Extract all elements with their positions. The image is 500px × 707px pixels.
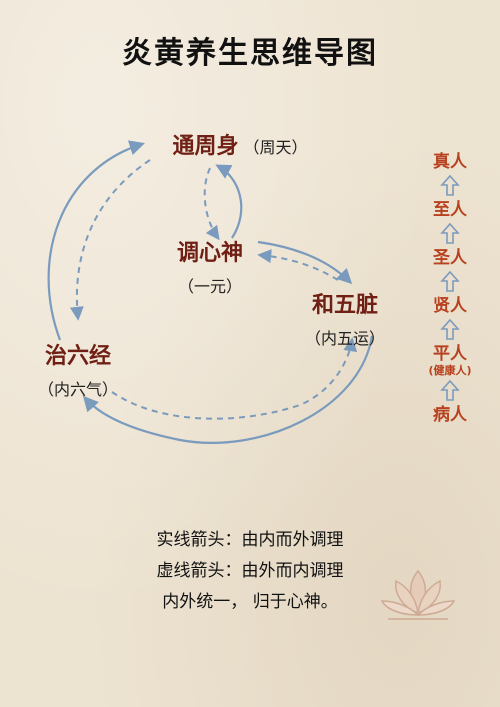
node-top-sub: （周天） (243, 138, 308, 157)
note-dashed-arrows: 虚线箭头：由外而内调理 (156, 561, 344, 581)
note-summary: 内外统一， 归于心神。 (162, 592, 338, 612)
dashed-arrow-left-to-right (111, 337, 358, 420)
up-arrow-icon (405, 270, 495, 296)
level-bing-ren: 病人 (433, 405, 467, 425)
up-arrow-icon (405, 222, 495, 248)
health-level-ladder: 真人 至人 圣人 贤人 平人 (健康人) 病人 (405, 152, 495, 425)
node-tiao-xin-shen: 调心神 （一元） (160, 235, 260, 297)
up-arrow-icon (405, 318, 495, 344)
node-top-name: 通周身 (172, 134, 239, 159)
level-xian-ren: 贤人 (433, 296, 467, 316)
node-left-name: 治六经 (44, 344, 111, 369)
solid-arrow-center-to-right (257, 240, 353, 285)
note-solid-arrows: 实线箭头：由内而外调理 (156, 530, 344, 550)
node-center-sub: （一元） (177, 277, 242, 296)
level-zhi-ren: 至人 (433, 200, 467, 220)
solid-arrow-center-to-top (215, 164, 243, 239)
level-sheng-ren: 圣人 (433, 248, 467, 268)
node-tong-zhou-shen: 通周身 （周天） (130, 128, 350, 160)
node-right-name: 和五脏 (311, 293, 378, 318)
solid-arrow-right-to-left (82, 335, 374, 444)
level-zhen-ren: 真人 (433, 152, 467, 172)
node-he-wu-zang: 和五脏 （内五运） (290, 287, 400, 349)
up-arrow-icon (405, 174, 495, 200)
page-title: 炎黄养生思维导图 (122, 36, 378, 71)
node-center-name: 调心神 (176, 241, 243, 266)
up-arrow-icon (405, 379, 495, 405)
solid-arrow-left-to-top (47, 140, 145, 341)
dashed-arrow-top-to-left (69, 159, 151, 321)
lotus-logo-icon (380, 569, 456, 620)
node-right-sub: （内五运） (304, 329, 385, 348)
dashed-arrow-right-to-center (257, 249, 339, 281)
dashed-arrow-top-to-center (203, 167, 220, 241)
level-ping-ren-note: (健康人) (428, 364, 472, 377)
level-ping-ren: 平人 (433, 344, 467, 364)
legend-notes: 实线箭头：由内而外调理 虚线箭头：由外而内调理 内外统一， 归于心神。 (0, 525, 500, 618)
node-zhi-liu-jing: 治六经 （内六气） (18, 338, 138, 400)
node-left-sub: （内六气） (37, 380, 118, 399)
